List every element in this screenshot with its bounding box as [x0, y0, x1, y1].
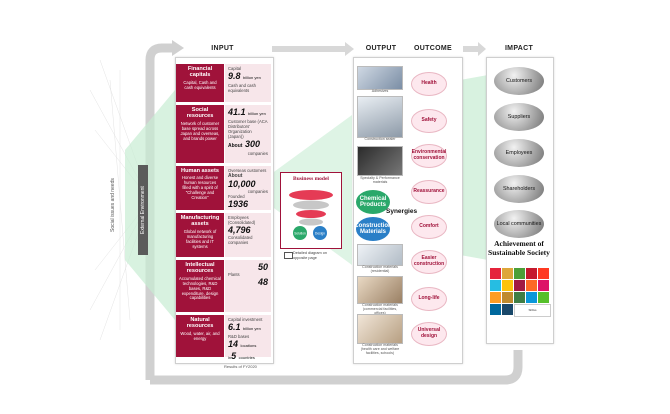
sdg-icon: [502, 304, 513, 315]
photo-healthcare: [357, 314, 403, 344]
sdg-icon: [490, 280, 501, 291]
values-human: Overseas customers About 10,000 companie…: [225, 166, 271, 210]
sdg-icon: [526, 268, 537, 279]
outcome-reassurance: Reassurance: [411, 180, 447, 204]
sdg-icon: [514, 280, 525, 291]
bm-design-label: Design: [315, 232, 325, 236]
sdg-icon: [502, 268, 513, 279]
impact-header: IMPACT: [504, 45, 534, 52]
outcome-environmental: Environmental conservation: [411, 144, 447, 168]
sdg-icon: [538, 268, 549, 279]
sdg-icon: [490, 304, 501, 315]
outcome-header: OUTCOME: [414, 45, 452, 52]
sdg-icon: [490, 292, 501, 303]
photo-commercial: [357, 276, 403, 304]
achievement-title: Achievement of Sustainable Society: [488, 239, 550, 257]
photo-label-specialty: Specialty & Performance materials: [360, 176, 400, 185]
construction-materials-circle: Construction Materials: [354, 217, 392, 241]
sdg-icon: [514, 292, 525, 303]
outcome-long-life: Long-life: [411, 287, 447, 311]
sdg-icon: [514, 268, 525, 279]
outcome-easier-construction: Easier construction: [411, 250, 447, 274]
photo-label-sealer: Construction sealer: [364, 137, 396, 141]
sdg-icon: [502, 292, 513, 303]
sdg-grid: SDGs: [490, 268, 551, 338]
business-model-spiral: Solution Design: [289, 190, 333, 240]
impact-local-communities: Local communities: [494, 210, 544, 238]
sdg-icon: [538, 292, 549, 303]
photo-residential: [357, 244, 403, 266]
values-social: 41.1 billion yen Customer base (ACA Dist…: [225, 105, 271, 163]
sdg-logo-icon: SDGs: [514, 304, 551, 317]
values-intellectual: 50 Plants 48: [225, 260, 271, 312]
sdg-icon: [490, 268, 501, 279]
impact-shareholders: Shareholders: [494, 175, 544, 203]
side-text-env: External Environment: [138, 165, 148, 255]
photo-specialty: [357, 146, 403, 176]
sdg-icon: [502, 280, 513, 291]
values-natural: Capital investment 6.1 billion yen R&D b…: [225, 315, 271, 361]
bm-solution-label: Solution: [294, 232, 306, 236]
photo-label-adhesives: Adhesives: [371, 89, 389, 93]
outcome-comfort: Comfort: [411, 215, 447, 239]
sdg-icon: [538, 280, 549, 291]
photo-label-healthcare: Construction materials (health care and …: [360, 343, 400, 356]
sdg-icon: [526, 292, 537, 303]
input-header: INPUT: [211, 45, 234, 52]
sdg-icon: [526, 280, 537, 291]
synergies-label: Synergies: [386, 208, 418, 215]
outcome-universal-design: Universal design: [411, 322, 447, 346]
values-manufacturing: Employees (Consolidated) 4,796 Consolida…: [225, 213, 271, 257]
outcome-health: Health: [411, 72, 447, 96]
impact-employees: Employees: [494, 139, 544, 167]
impact-suppliers: Suppliers: [494, 103, 544, 131]
chemical-products-circle: Chemical Products: [356, 190, 390, 214]
photo-sealer: [357, 96, 403, 138]
photo-label-commercial: Construction materials (commercial facil…: [362, 303, 398, 315]
photo-adhesives: [357, 66, 403, 90]
business-model-box: Business model Solution Design: [280, 172, 342, 249]
outcome-safety: Safety: [411, 109, 447, 133]
results-note: Results of FY2020: [224, 364, 257, 369]
impact-customers: Customers: [494, 67, 544, 95]
side-text-needs: Social issues and needs: [110, 178, 116, 232]
business-model-note: Detailed diagram on opposite page: [293, 251, 327, 260]
values-financial: Capital 9.8 billion yen Cash and cash eq…: [225, 64, 271, 102]
book-icon: [284, 252, 293, 259]
output-header: OUTPUT: [365, 45, 397, 52]
photo-label-residential: Construction materials (residential): [362, 265, 398, 274]
